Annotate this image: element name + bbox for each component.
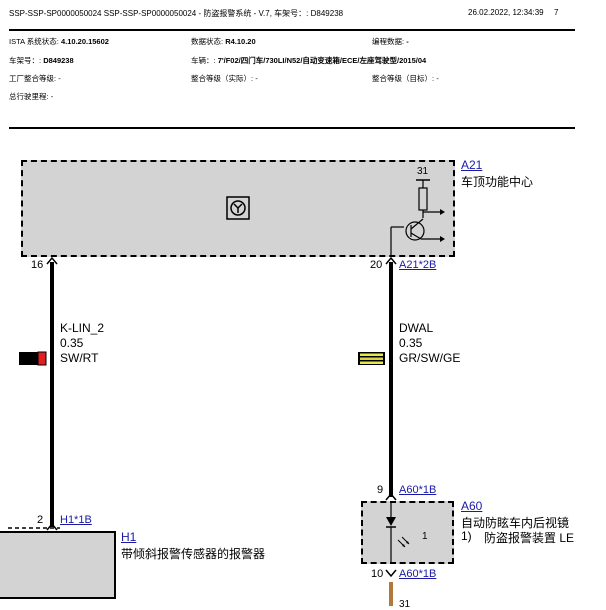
header-rule bbox=[9, 29, 575, 31]
a60-name: 自动防眩车内后视镜 bbox=[461, 516, 570, 530]
factory-integration-level: 工厂整合等级: - bbox=[9, 74, 61, 83]
pin-16: 16 bbox=[31, 259, 44, 271]
a21-ground-pin: 31 bbox=[417, 166, 429, 177]
pin-2: 2 bbox=[37, 514, 44, 526]
data-status: 数据状态: R4.10.20 bbox=[191, 37, 256, 46]
component-link-a60[interactable]: A60 bbox=[461, 499, 483, 513]
h1-alarm-siren-box bbox=[0, 531, 116, 599]
left-wire-name: K-LIN_2 bbox=[60, 321, 105, 335]
integration-level-actual: 整合等级（实际）: - bbox=[191, 74, 258, 83]
tilt-sensor-icon bbox=[226, 196, 250, 220]
transistor-icon bbox=[390, 218, 445, 256]
right-wire-color: GR/SW/GE bbox=[399, 351, 461, 365]
pin-20: 20 bbox=[370, 259, 383, 271]
a60-led-label: 1 bbox=[422, 531, 428, 542]
page-number: 7 bbox=[554, 8, 559, 17]
a60-note: 防盗报警装置 LE bbox=[484, 531, 575, 545]
connector-link-a21-2b[interactable]: A21*2B bbox=[399, 259, 437, 271]
total-mileage: 总行驶里程: - bbox=[9, 92, 54, 101]
left-wire-color: SW/RT bbox=[60, 351, 99, 365]
connector-pin-icon bbox=[46, 256, 397, 578]
programming-data: 编程数据: - bbox=[372, 37, 409, 46]
wire-color-swatch-gr-sw-ge bbox=[358, 352, 385, 365]
ista-status: ISTA 系统状态: 4.10.20.15602 bbox=[9, 37, 109, 46]
right-wire-name: DWAL bbox=[399, 321, 434, 335]
wire-color-swatch-sw-rt bbox=[19, 351, 47, 366]
a60-rear-view-mirror-box bbox=[361, 501, 454, 564]
vin: 车架号：: D849238 bbox=[9, 56, 74, 65]
resistor-icon bbox=[418, 187, 445, 218]
integration-level-target: 整合等级（目标）: - bbox=[372, 74, 439, 83]
left-wire-size: 0.35 bbox=[60, 336, 84, 350]
a21-name: 车顶功能中心 bbox=[461, 175, 534, 189]
page-header-title: SSP-SSP-SP0000050024 SSP-SSP-SP000005002… bbox=[9, 9, 344, 18]
connector-link-a60-1b-top[interactable]: A60*1B bbox=[399, 484, 437, 496]
pin-10: 10 bbox=[371, 568, 384, 580]
a60-note-number: 1) bbox=[461, 529, 472, 543]
component-link-a21[interactable]: A21 bbox=[461, 158, 483, 172]
diode-icon bbox=[386, 503, 410, 562]
component-link-h1[interactable]: H1 bbox=[121, 530, 137, 544]
meta-rule bbox=[9, 127, 575, 129]
connector-link-h1-1b[interactable]: H1*1B bbox=[60, 514, 92, 526]
page-header-datetime: 26.02.2022, 12:34:39 bbox=[468, 8, 544, 17]
right-wire-size: 0.35 bbox=[399, 336, 423, 350]
pin-9: 9 bbox=[377, 484, 384, 496]
connector-link-a60-1b-bottom[interactable]: A60*1B bbox=[399, 568, 437, 580]
h1-name: 带倾斜报警传感器的报警器 bbox=[121, 547, 266, 561]
vehicle: 车辆：: 7'/F02/四门车/730LI/N52/自动变速箱/ECE/左座驾驶… bbox=[191, 56, 427, 65]
ground-symbol-icon bbox=[416, 179, 430, 188]
bottom-ground-pin: 31 bbox=[399, 599, 411, 610]
